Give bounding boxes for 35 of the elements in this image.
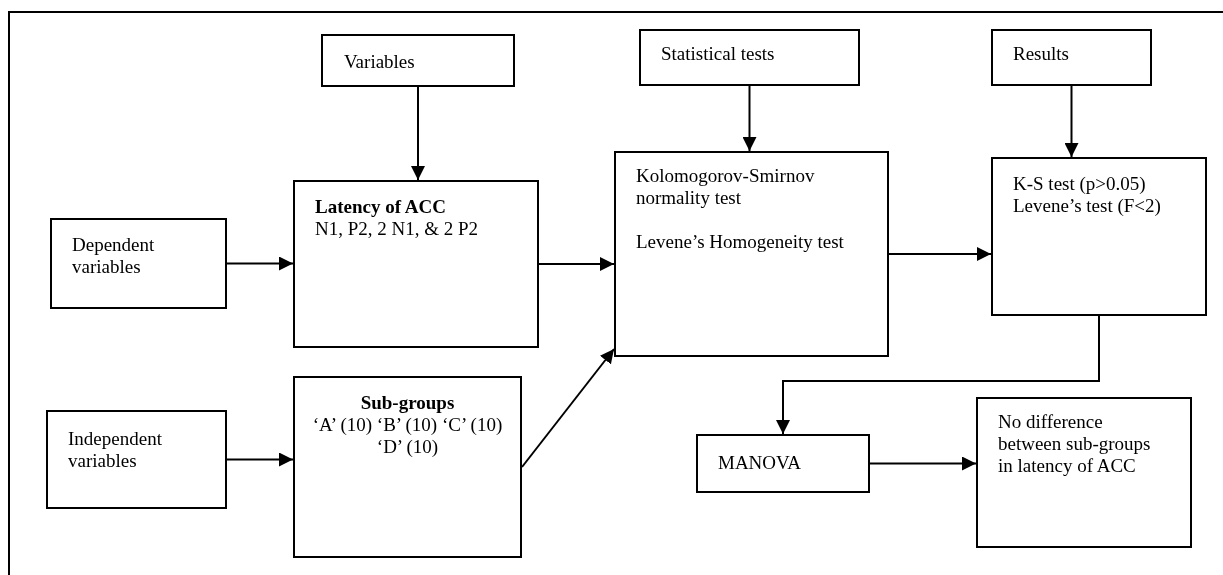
- process-box: [614, 151, 889, 357]
- box-text: Results: [1013, 43, 1070, 65]
- arrow: [742, 85, 757, 152]
- box-text: Levene’s Homogeneity test: [636, 231, 845, 253]
- box-text: N1, P2, 2 N1, & 2 P2: [315, 218, 480, 240]
- arrow: [888, 247, 992, 261]
- box-text: Dependent variables: [72, 234, 156, 278]
- process-box: [50, 218, 227, 309]
- arrow: [1064, 85, 1079, 158]
- arrow: [411, 86, 425, 181]
- arrow: [538, 257, 615, 271]
- process-box: [696, 434, 870, 493]
- box-text: ‘A’ (10) ‘B’ (10) ‘C’ (10) ‘D’ (10): [311, 414, 504, 458]
- process-box: [991, 29, 1152, 86]
- process-box: [321, 34, 515, 87]
- box-text: Statistical tests: [661, 43, 776, 65]
- box-text: MANOVA: [718, 452, 803, 474]
- process-box: [293, 376, 522, 558]
- heading-text: Sub-groups: [359, 392, 456, 414]
- process-box: [293, 180, 539, 348]
- arrow: [226, 452, 294, 467]
- arrow: [869, 456, 977, 471]
- arrow: [521, 348, 615, 468]
- arrow: [226, 256, 294, 271]
- process-box: [639, 29, 860, 86]
- box-text: K-S test (p>0.05) Levene’s test (F<2): [1013, 173, 1162, 217]
- arrow: [776, 315, 1100, 435]
- heading-text: Latency of ACC: [315, 196, 447, 218]
- box-text: Independent variables: [68, 428, 163, 472]
- box-text: No difference between sub-groups in latency of ACC: [998, 411, 1152, 477]
- process-box: [46, 410, 227, 509]
- box-text: Kolomogorov-Smirnov normality test: [636, 165, 816, 209]
- process-box: [991, 157, 1207, 316]
- process-box: [976, 397, 1192, 548]
- box-text: Variables: [344, 51, 416, 73]
